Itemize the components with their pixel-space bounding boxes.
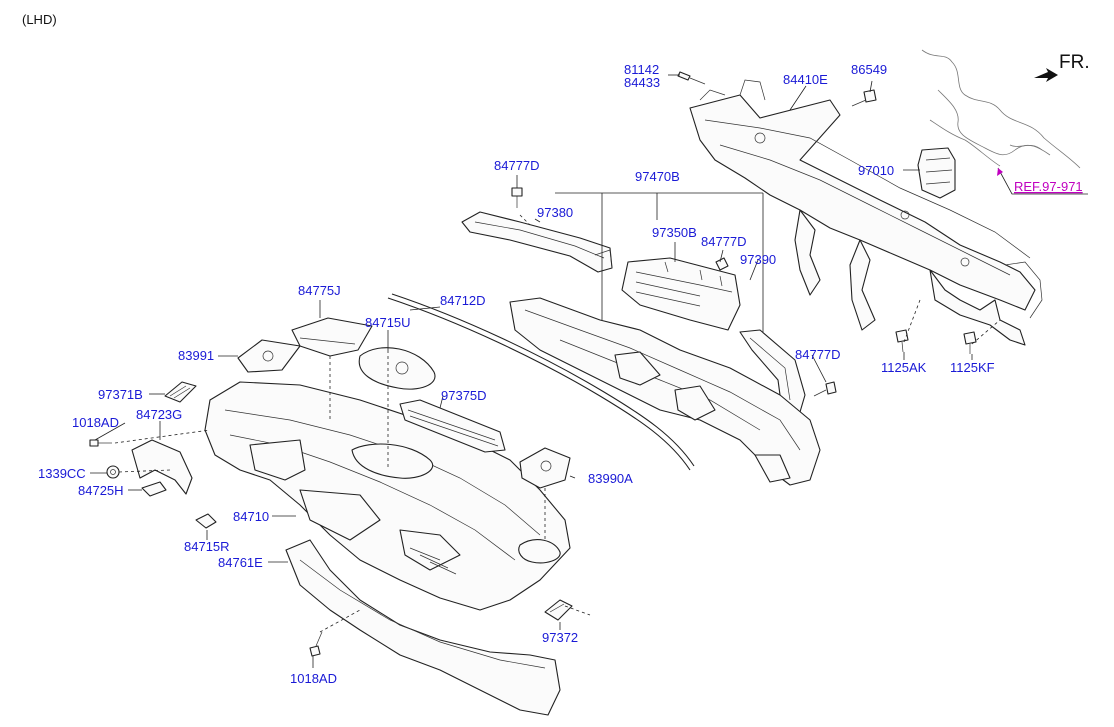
label-83991[interactable]: 83991 (178, 348, 214, 363)
label-84715U[interactable]: 84715U (365, 315, 411, 330)
bolt-81142 (677, 71, 706, 85)
nut-1339CC (106, 465, 120, 479)
label-84775J[interactable]: 84775J (298, 283, 341, 298)
bolt-1125AK (895, 329, 909, 353)
label-84777D-right[interactable]: 84777D (795, 347, 841, 362)
label-81142[interactable]: 81142 (624, 62, 659, 77)
part-97010 (917, 147, 956, 199)
bolt-1018AD-upper (89, 439, 112, 447)
label-97380[interactable]: 97380 (537, 205, 573, 220)
duct-97380 (461, 211, 613, 273)
label-84433[interactable]: 84433 (624, 75, 660, 90)
heater-module-97350B (621, 257, 741, 331)
label-84761E[interactable]: 84761E (218, 555, 263, 570)
label-1018AD-lower[interactable]: 1018AD (290, 671, 337, 686)
drive-side-label: (LHD) (22, 12, 57, 27)
lower-panel-84761E (285, 539, 561, 716)
cover-83991 (237, 339, 301, 373)
label-1125AK[interactable]: 1125AK (881, 360, 927, 375)
leader-lines (90, 74, 973, 668)
label-84777D-top[interactable]: 84777D (494, 158, 540, 173)
center-duct-assembly (509, 297, 821, 486)
reference-link[interactable]: REF.97-971 (1014, 179, 1083, 194)
front-direction-arrow-icon (1034, 68, 1058, 82)
label-84725H[interactable]: 84725H (78, 483, 124, 498)
fastener-84715R (195, 513, 217, 529)
label-1339CC[interactable]: 1339CC (38, 466, 86, 481)
vent-97372 (544, 599, 573, 621)
label-84723G[interactable]: 84723G (136, 407, 182, 422)
cowl-cross-bar-assembly (689, 79, 1043, 346)
defroster-grille-97375D (399, 399, 506, 453)
label-97375D[interactable]: 97375D (441, 388, 487, 403)
reference-body-outline (921, 49, 1081, 169)
label-97372[interactable]: 97372 (542, 630, 578, 645)
label-97010[interactable]: 97010 (858, 163, 894, 178)
label-97470B[interactable]: 97470B (635, 169, 680, 184)
label-97350B[interactable]: 97350B (652, 225, 697, 240)
label-84710[interactable]: 84710 (233, 509, 269, 524)
label-97390[interactable]: 97390 (740, 252, 776, 267)
bolt-84777D-right (813, 381, 837, 397)
front-direction-label: FR. (1059, 52, 1090, 73)
bolt-1125KF (963, 331, 977, 354)
trim-strip-84712D (387, 293, 695, 471)
label-1018AD-upper[interactable]: 1018AD (72, 415, 119, 430)
crash-pad-84710 (204, 381, 571, 611)
label-84777D-center[interactable]: 84777D (701, 234, 747, 249)
part-labels: 81142 84433 84410E 86549 97010 84777D 97… (38, 62, 995, 686)
label-84712D[interactable]: 84712D (440, 293, 486, 308)
vent-97371B (164, 381, 197, 403)
bolt-1018AD-lower (309, 631, 323, 657)
clip-84725H (141, 481, 167, 497)
bolt-84777D-top (511, 187, 523, 208)
reference-link-leader (997, 167, 1088, 195)
label-1125KF[interactable]: 1125KF (950, 360, 995, 375)
bracket-84723G (131, 439, 193, 495)
label-83990A[interactable]: 83990A (588, 471, 633, 486)
cover-84775J (291, 317, 373, 357)
label-84410E[interactable]: 84410E (783, 72, 828, 87)
speaker-grille-84715U (358, 347, 436, 390)
label-84715R[interactable]: 84715R (184, 539, 230, 554)
label-86549[interactable]: 86549 (851, 62, 887, 77)
bolt-86549 (851, 89, 877, 107)
speaker-cover-83990A (519, 447, 571, 489)
label-97371B[interactable]: 97371B (98, 387, 143, 402)
assembly-dashed-lines (114, 214, 1001, 633)
